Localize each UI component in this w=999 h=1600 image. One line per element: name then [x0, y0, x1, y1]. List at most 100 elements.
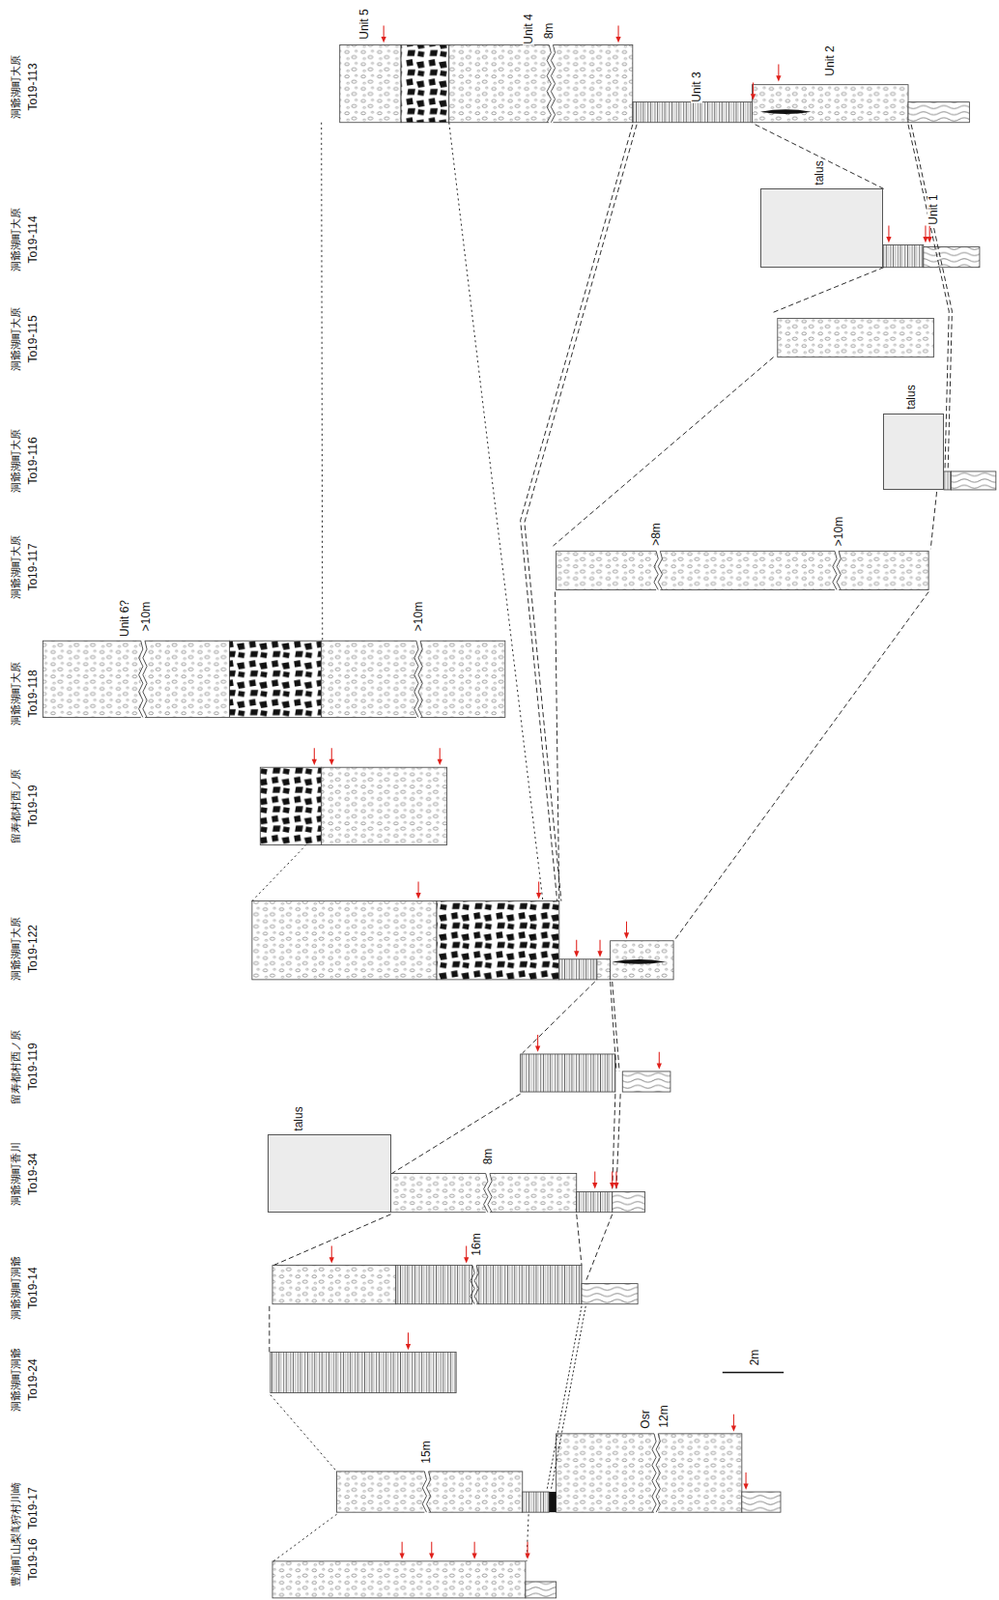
section-label: 15m — [420, 1439, 432, 1464]
break-line — [657, 550, 662, 590]
site-name: 洞爺湖町大原 — [9, 534, 21, 600]
sample-arrowhead — [471, 1552, 477, 1559]
correlation-line — [576, 1214, 582, 1266]
section-label: 2m — [748, 1347, 761, 1367]
strata-unit — [610, 941, 674, 980]
charcoal-lens — [760, 109, 812, 115]
section-label: To19-122 — [27, 923, 39, 974]
correlation-line — [773, 267, 885, 313]
break-line — [484, 1173, 488, 1213]
correlation-line — [321, 122, 323, 642]
site-name: 洞爺湖町大原 — [9, 428, 21, 494]
talus-box: talus — [267, 1134, 392, 1212]
section-label: Unit 3 — [690, 70, 703, 103]
break-line — [139, 640, 143, 717]
strata-unit — [522, 1491, 549, 1513]
sample-arrow — [313, 747, 315, 761]
correlation-line — [585, 1214, 612, 1283]
sample-arrow — [331, 1246, 333, 1259]
strata-unit — [272, 1265, 397, 1305]
sample-arrowhead — [615, 36, 621, 43]
scale-bar — [722, 1371, 784, 1374]
break-line — [422, 1471, 427, 1513]
sample-arrow — [383, 25, 385, 38]
section-label: >8m — [650, 522, 662, 548]
sample-arrow — [430, 1541, 432, 1555]
sample-arrowhead — [535, 1046, 541, 1053]
site-name: 洞爺湖町大原 — [9, 206, 21, 273]
sample-arrow — [418, 881, 420, 894]
sample-arrowhead — [329, 759, 335, 766]
sample-arrow — [611, 1170, 613, 1184]
sample-arrowhead — [399, 1552, 404, 1559]
site-name: 洞爺湖町洞爺 — [9, 1255, 21, 1321]
section-label: To19-34 — [27, 1151, 39, 1196]
sample-arrowhead — [927, 236, 933, 243]
correlation-line — [268, 1306, 270, 1353]
section-label: 16m — [470, 1232, 483, 1257]
sample-arrow — [538, 881, 540, 894]
section-label: To19-119 — [27, 1041, 39, 1091]
section-label: To19-16 — [27, 1537, 39, 1581]
sample-arrow — [527, 1541, 529, 1555]
correlation-line — [555, 592, 560, 901]
strata-unit — [576, 1192, 613, 1213]
sample-arrowhead — [731, 1425, 737, 1431]
strata-unit — [742, 1491, 781, 1513]
strata-unit — [396, 1265, 582, 1305]
site-name: 洞爺湖町大原 — [9, 915, 21, 982]
sample-arrowhead — [775, 75, 781, 82]
sample-arrowhead — [597, 950, 602, 957]
sample-arrow — [615, 1170, 617, 1184]
section-label: To19-14 — [27, 1265, 39, 1310]
sample-arrowhead — [742, 1484, 748, 1490]
correlation-line — [616, 1093, 621, 1190]
section-label: >10m — [832, 515, 845, 547]
strata-unit — [751, 85, 909, 123]
section-label: >10m — [412, 600, 425, 632]
correlation-line — [550, 1306, 586, 1490]
strata-unit — [581, 1284, 638, 1305]
section-label: To19-116 — [27, 436, 39, 486]
break-line — [142, 640, 147, 717]
strata-unit — [520, 1054, 616, 1092]
sample-arrowhead — [329, 1256, 335, 1263]
strata-unit — [612, 1192, 646, 1213]
sample-arrow — [777, 64, 779, 78]
break-line — [474, 1265, 479, 1305]
strata-unit — [632, 102, 753, 123]
strata-unit — [597, 959, 611, 980]
site-name: 洞爺湖町大原 — [9, 306, 21, 372]
break-line — [654, 550, 658, 590]
section-label: Unit 4 — [522, 12, 535, 45]
sample-arrow — [407, 1332, 409, 1345]
section-label: To19-117 — [27, 542, 39, 593]
sample-arrow — [924, 225, 926, 238]
strata-unit — [556, 1433, 743, 1513]
sample-arrowhead — [613, 1182, 619, 1189]
section-label: Unit 2 — [824, 45, 836, 78]
sample-arrowhead — [380, 36, 386, 43]
correlation-line — [546, 1306, 582, 1490]
site-name: 留寿都村西ノ原 — [9, 768, 21, 845]
strata-unit — [229, 640, 322, 717]
break-line — [652, 1433, 657, 1513]
sample-arrow — [465, 1246, 467, 1259]
correlation-line — [612, 1093, 616, 1190]
strata-unit — [950, 471, 996, 490]
correlation-line — [930, 491, 937, 549]
talus-box: talus — [883, 413, 944, 490]
correlation-line — [552, 357, 773, 546]
sample-arrow — [575, 940, 577, 953]
section-label: To19-24 — [27, 1357, 39, 1401]
sample-arrowhead — [609, 1182, 615, 1189]
correlation-line — [252, 844, 307, 901]
sample-arrow — [594, 1170, 596, 1184]
break-line — [487, 1173, 492, 1213]
strata-unit — [270, 1351, 457, 1393]
sample-arrow — [618, 25, 620, 38]
correlation-line — [273, 1513, 337, 1562]
correlation-line — [520, 124, 633, 902]
strata-unit — [923, 247, 980, 268]
